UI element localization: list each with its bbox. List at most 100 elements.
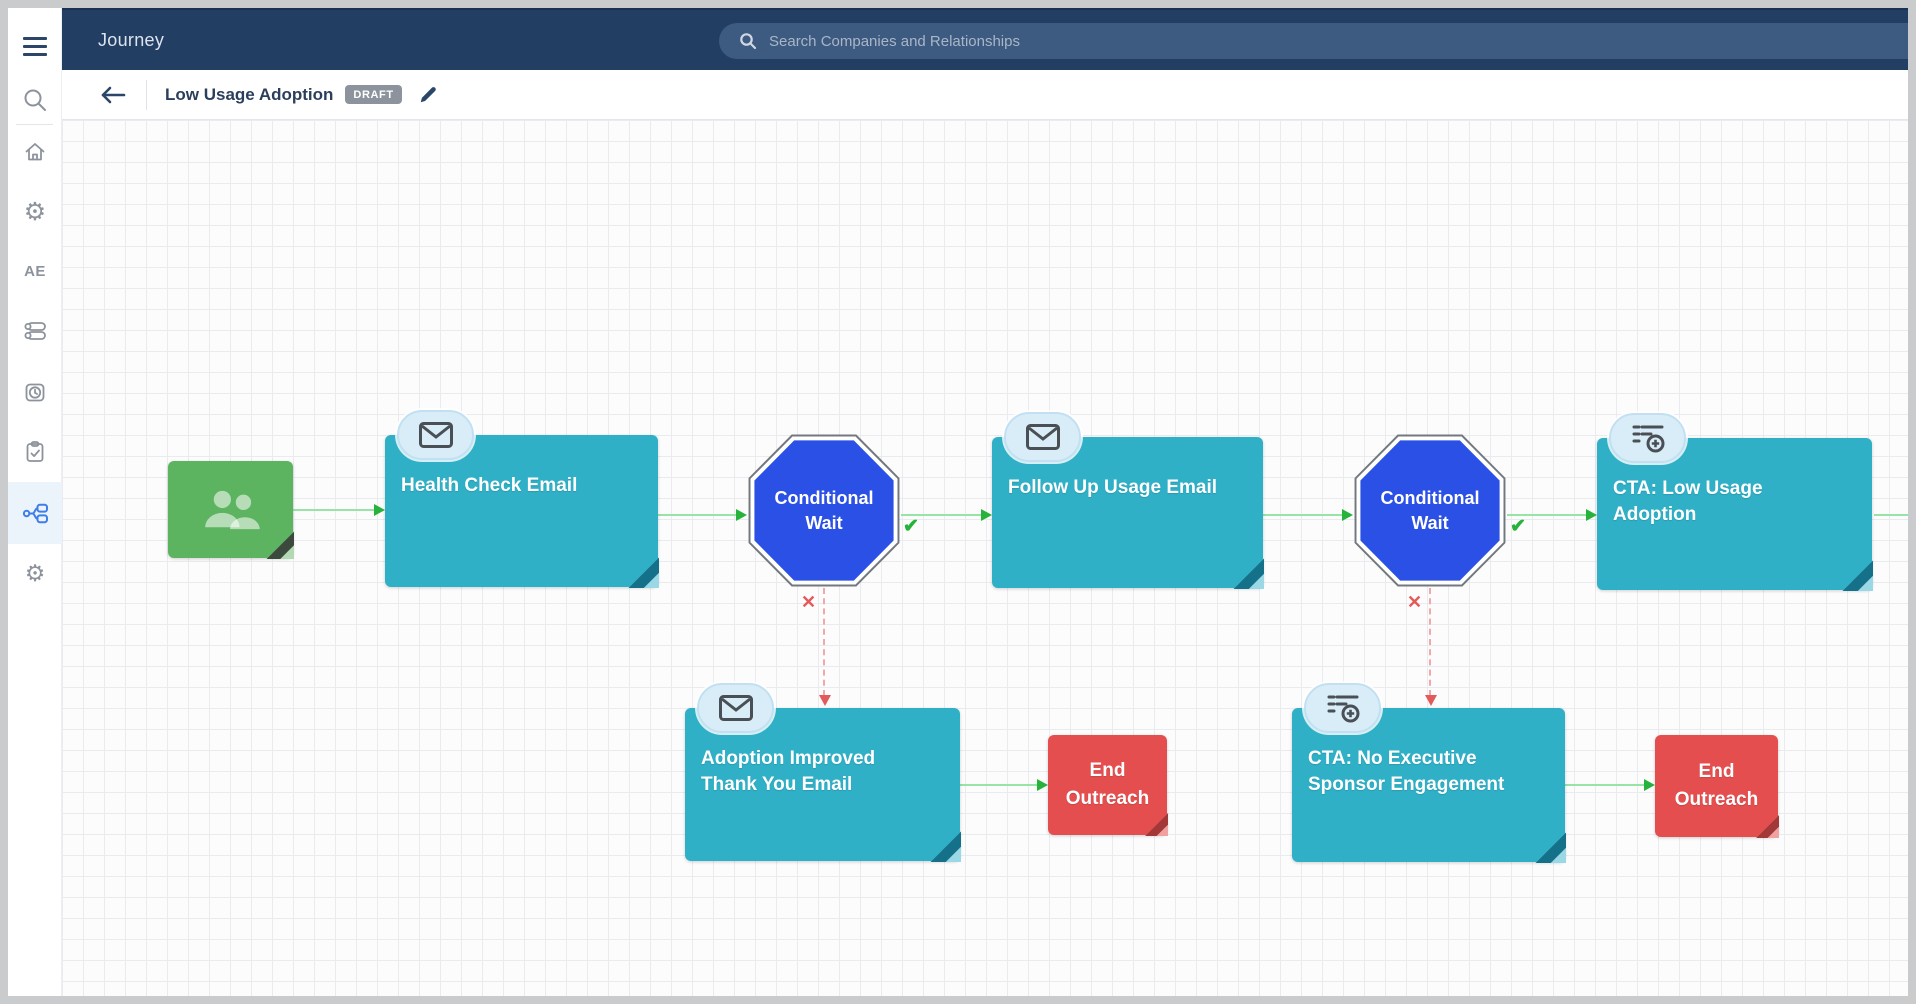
sidebar-item-journey[interactable] — [8, 493, 62, 533]
timer-icon — [25, 383, 45, 402]
fail-cross-icon: ✕ — [1407, 592, 1423, 612]
fold-corner — [1535, 832, 1566, 863]
flow-node-end-outreach-1[interactable]: End Outreach — [1048, 735, 1168, 836]
arrowhead-icon — [1037, 779, 1048, 791]
fold-corner — [930, 831, 961, 862]
sidebar-item-home[interactable] — [8, 132, 62, 172]
flow-node-start[interactable] — [168, 461, 294, 559]
sidebar-item-timer[interactable] — [8, 372, 62, 412]
arrowhead-down-icon — [1425, 695, 1437, 706]
sidebar-item-ae[interactable]: AE — [8, 251, 62, 291]
node-label: Health Check Email — [401, 475, 578, 496]
app-window: ⚙ AE ⚙ Journey L — [8, 8, 1908, 996]
sliders-icon — [24, 322, 46, 340]
email-icon — [418, 422, 453, 448]
connector-cta-offscreen — [1874, 514, 1908, 516]
participants-icon — [204, 490, 260, 529]
edit-title-button[interactable] — [418, 85, 437, 104]
fold-corner — [266, 531, 294, 559]
arrowhead-icon — [1586, 509, 1597, 521]
node-label: Adoption Improved Thank You Email — [701, 748, 876, 795]
connector-wait1-to-followup — [901, 509, 992, 521]
fail-cross-icon: ✕ — [801, 592, 817, 612]
sidebar-item-rules[interactable] — [8, 311, 62, 351]
success-check-icon: ✔ — [903, 516, 919, 537]
subheader-divider — [146, 79, 147, 110]
flow-node-cta-low-usage-adoption[interactable]: CTA: Low Usage Adoption — [1597, 413, 1873, 591]
fold-corner — [1233, 558, 1264, 589]
hamburger-icon — [23, 36, 47, 56]
connector-health-to-wait1 — [658, 509, 747, 521]
gear-sun-icon: ⚙ — [23, 197, 47, 226]
flow-node-health-check-email[interactable]: Health Check Email — [385, 410, 659, 588]
connector-wait2-fail-branch — [1425, 588, 1437, 706]
search-icon — [24, 89, 46, 111]
connector-ctanoexec-to-end2 — [1565, 779, 1655, 791]
connector-wait2-to-cta — [1507, 509, 1597, 521]
flow-node-conditional-wait-1[interactable]: Conditional Wait — [747, 433, 901, 588]
email-badge — [397, 410, 474, 460]
email-badge — [1004, 412, 1081, 462]
home-icon — [25, 143, 45, 161]
node-label: Conditional Wait — [774, 487, 874, 533]
cta-badge — [1609, 413, 1686, 463]
flow-node-conditional-wait-2[interactable]: Conditional Wait — [1353, 433, 1507, 588]
cta-icon — [1632, 425, 1664, 453]
sidebar-active-highlight — [8, 482, 62, 544]
back-arrow-icon — [101, 86, 126, 103]
connector-followup-to-wait2 — [1263, 509, 1353, 521]
arrowhead-icon — [1342, 509, 1353, 521]
menu-button[interactable] — [8, 26, 62, 66]
arrowhead-icon — [1644, 779, 1655, 791]
subheader: Low Usage Adoption DRAFT — [62, 70, 1908, 120]
success-check-icon: ✔ — [1510, 516, 1526, 537]
fold-corner — [1842, 560, 1873, 591]
app-title: Journey — [98, 29, 165, 50]
node-label: End Outreach — [1674, 761, 1759, 810]
connector-adoption-to-end1 — [960, 779, 1048, 791]
octagon-body: Conditional Wait — [1360, 440, 1500, 581]
arrowhead-icon — [981, 509, 992, 521]
search-input[interactable] — [769, 32, 1189, 50]
flow-node-end-outreach-2[interactable]: End Outreach — [1655, 735, 1779, 838]
sidebar-divider — [16, 124, 53, 125]
page-title: Low Usage Adoption — [165, 84, 334, 104]
fold-corner — [1145, 813, 1168, 836]
sidebar-item-settings[interactable]: ⚙ — [8, 553, 62, 593]
ae-label: AE — [24, 262, 46, 280]
cta-badge — [1304, 683, 1381, 733]
node-label: CTA: No Executive Sponsor Engagement — [1308, 748, 1505, 795]
flow-node-adoption-improved-thank-you-email[interactable]: Adoption Improved Thank You Email — [685, 683, 961, 862]
settings-gear-icon: ⚙ — [24, 559, 46, 586]
global-search[interactable] — [719, 23, 1908, 59]
sidebar-item-admin[interactable]: ⚙ — [8, 192, 62, 232]
topbar: Journey — [62, 8, 1908, 70]
octagon-body: Conditional Wait — [754, 440, 894, 581]
sidebar-item-tasks[interactable] — [8, 432, 62, 472]
node-label: Follow Up Usage Email — [1008, 477, 1218, 498]
journey-canvas[interactable]: ✔ ✔ ✕ ✕ Health Check Email — [62, 120, 1908, 996]
fold-corner — [1756, 815, 1779, 838]
email-icon — [718, 695, 753, 721]
flow-node-follow-up-usage-email[interactable]: Follow Up Usage Email — [992, 412, 1264, 589]
sidebar-item-search[interactable] — [8, 80, 62, 120]
sidebar: ⚙ AE ⚙ — [8, 8, 62, 996]
email-badge — [697, 683, 774, 733]
clipboard-check-icon — [26, 441, 44, 462]
status-badge: DRAFT — [345, 85, 402, 104]
fold-corner — [628, 557, 659, 588]
back-button[interactable] — [100, 85, 126, 105]
node-label: End Outreach — [1065, 760, 1150, 809]
node-label: Conditional Wait — [1380, 487, 1480, 533]
cta-icon — [1327, 695, 1359, 723]
email-icon — [1025, 424, 1060, 450]
flow-node-cta-no-executive-sponsor-engagement[interactable]: CTA: No Executive Sponsor Engagement — [1292, 683, 1566, 863]
pencil-icon — [420, 87, 436, 103]
journey-flow-icon — [22, 503, 48, 523]
connector-wait1-fail-branch — [819, 588, 831, 706]
node-label: CTA: Low Usage Adoption — [1613, 478, 1763, 525]
arrowhead-down-icon — [819, 695, 831, 706]
search-icon — [740, 33, 757, 50]
arrowhead-icon — [374, 504, 385, 516]
arrowhead-icon — [736, 509, 747, 521]
